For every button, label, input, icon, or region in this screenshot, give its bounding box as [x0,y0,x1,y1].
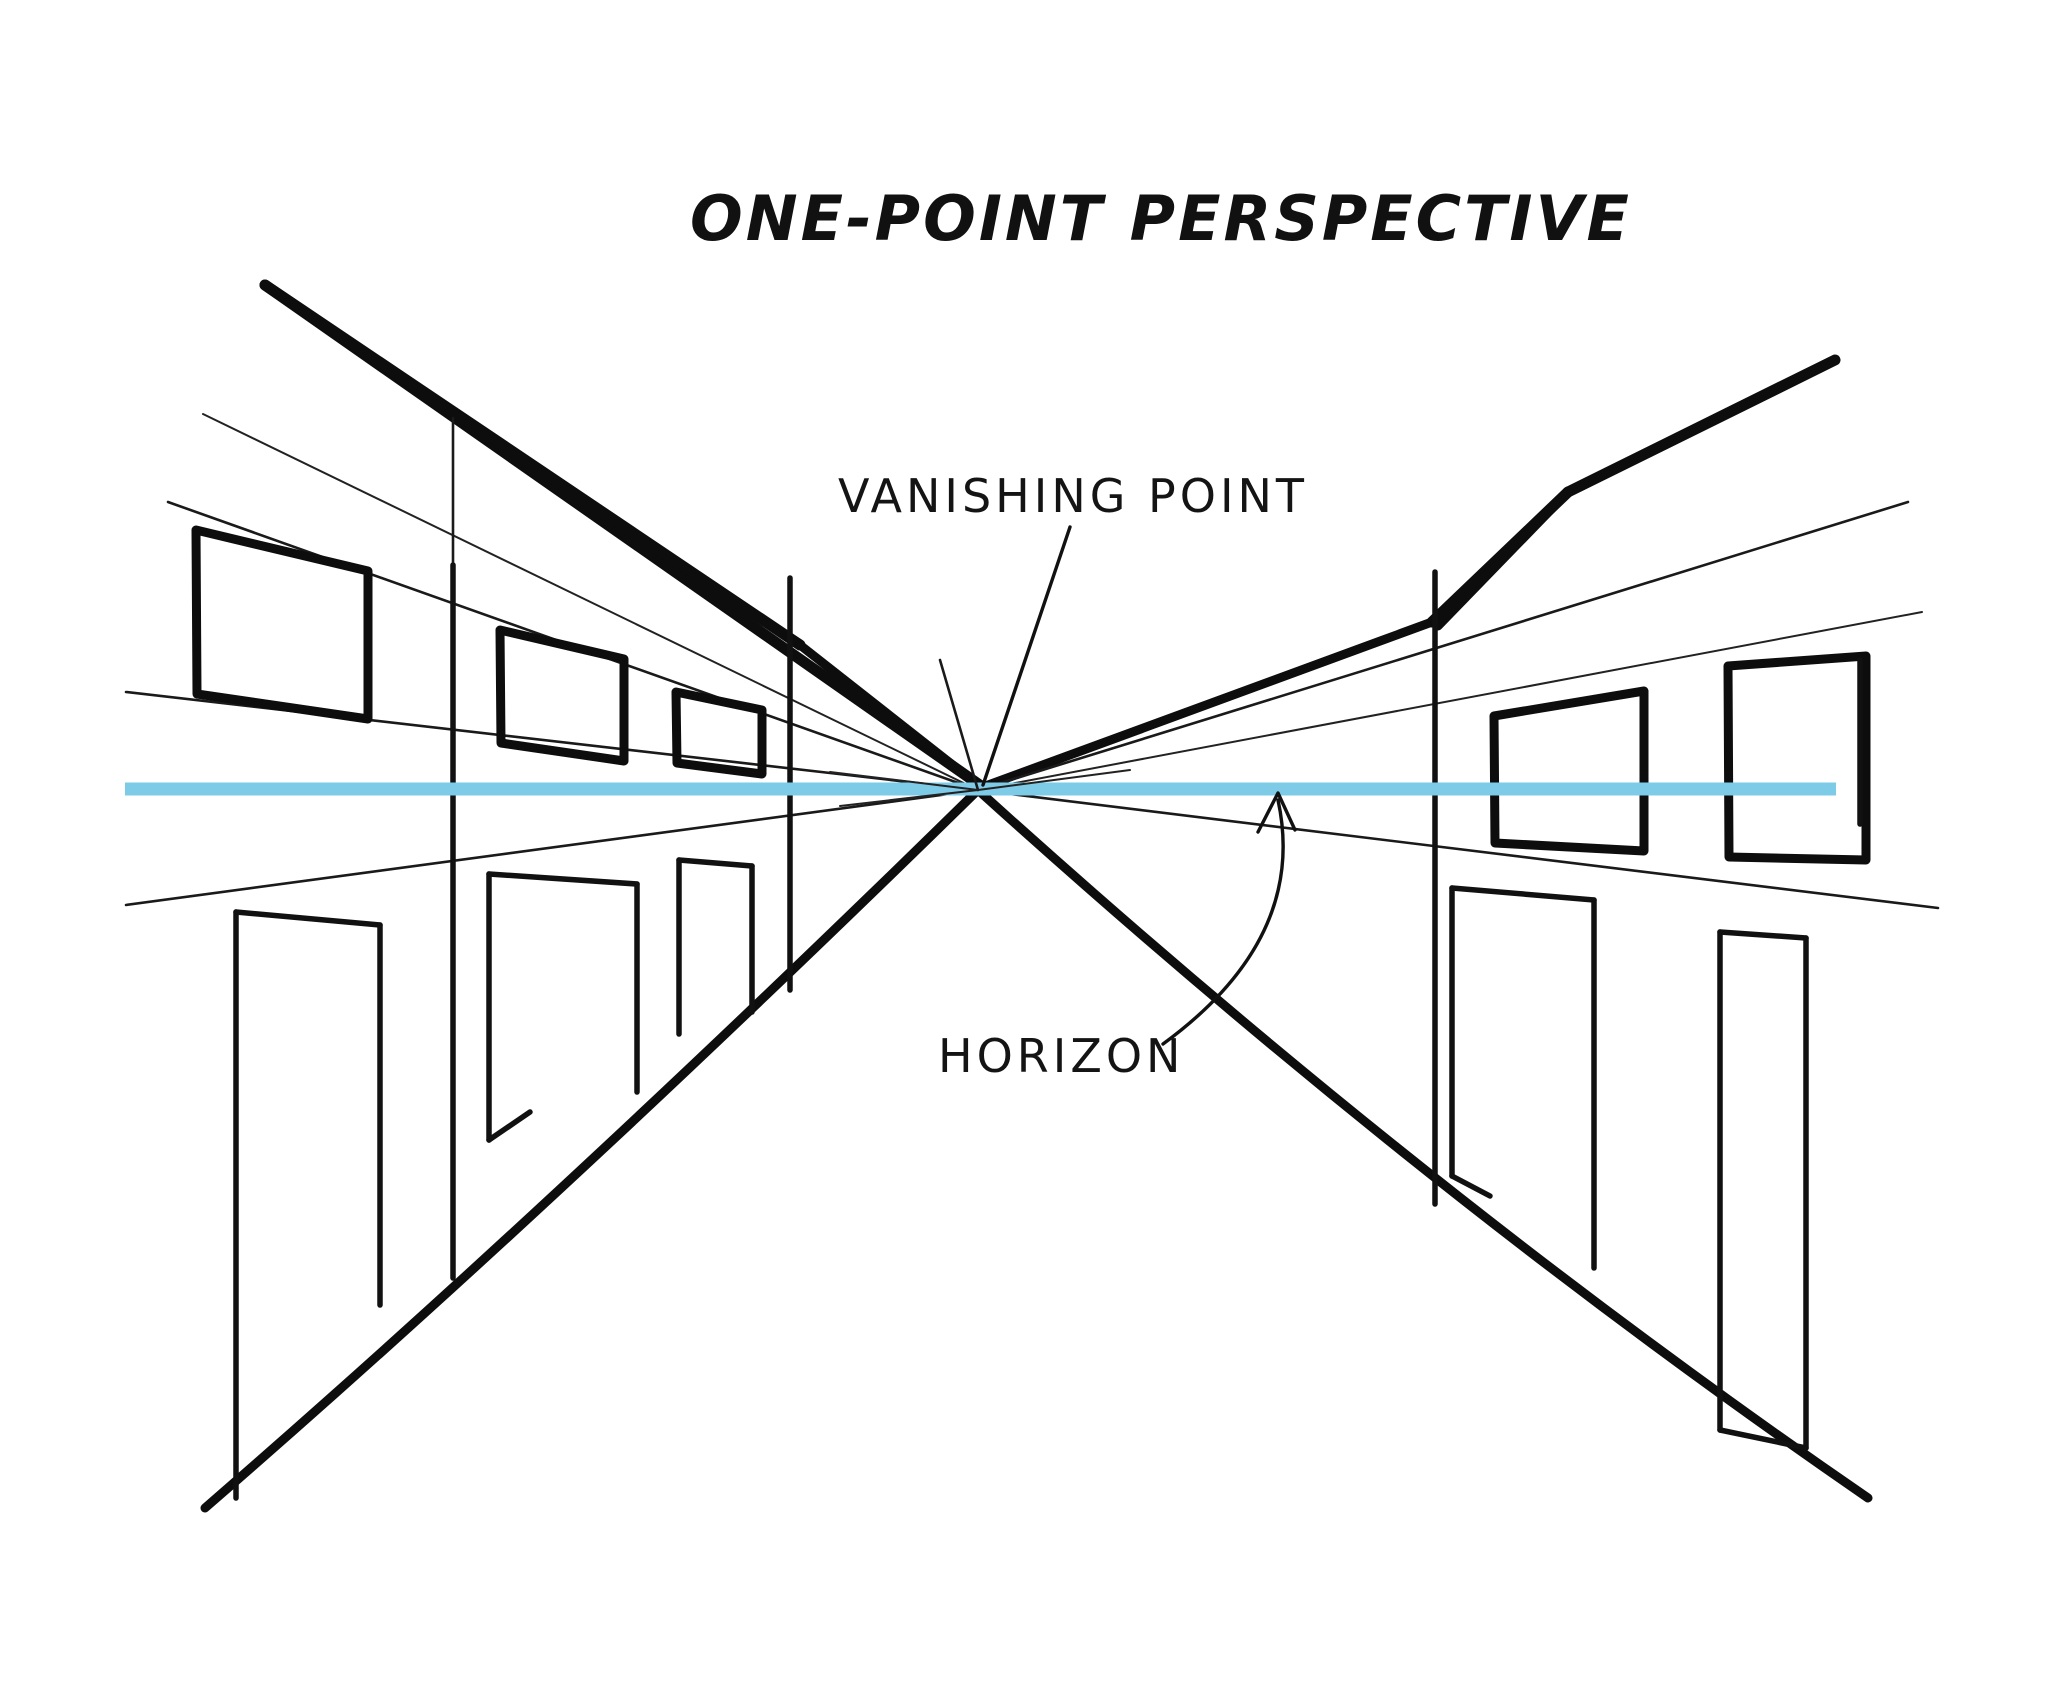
right-door-2-head [1717,929,1809,941]
left-door-2-sill [486,1109,533,1143]
right-ground-edge [973,785,1873,1503]
left-window-3 [671,687,767,779]
horizon-leader-arrowhead-icon [1256,791,1297,834]
vp-ray-left-upper [829,771,979,791]
left-door-2-head [486,871,640,887]
left-wall-convergence-lines [124,279,990,1513]
page-title: ONE-POINT PERSPECTIVE [690,182,1632,255]
right-door-1-sill [1449,1173,1493,1199]
left-roof-ray-lower-tail [795,640,987,793]
right-ceiling-guide-2 [977,611,1923,791]
right-door-2-sill [1717,1427,1809,1451]
right-roof-ray-inner [975,617,1437,793]
right-wall-convergence-lines [973,354,1940,1503]
vanishing-point-label: VANISHING POINT [838,469,1308,523]
vanishing-point-rays [829,658,1131,807]
vp-ray-up [938,658,980,792]
horizon-leader-curve [1161,798,1285,1046]
right-ceiling-guide-1 [976,500,1910,792]
left-ground-edge [200,785,983,1513]
right-wall-base-line [976,788,1940,910]
left-ceiling-guide-1 [202,413,979,791]
left-wall-windows [191,525,767,779]
right-window-1 [1489,686,1649,856]
right-roof-ray-outer [1562,354,1841,498]
left-roof-ray-lower [259,279,806,651]
right-wall-doorways [1449,885,1809,1451]
left-window-1 [191,525,373,724]
right-wall-posts [1432,569,1863,1207]
left-wall-doorways [233,857,755,1501]
left-door-1-head [233,909,383,928]
vanishing-point-leader-line [981,525,1072,787]
vp-ray-left-lower [839,789,979,807]
left-door-3-head [676,857,755,869]
left-window-2 [495,625,629,766]
right-roof-strut [1433,487,1573,631]
horizon-label: HORIZON [938,1029,1184,1083]
vp-ray-right-upper [977,769,1131,791]
right-door-1-head [1449,885,1597,903]
left-wall-base-line [124,788,980,907]
